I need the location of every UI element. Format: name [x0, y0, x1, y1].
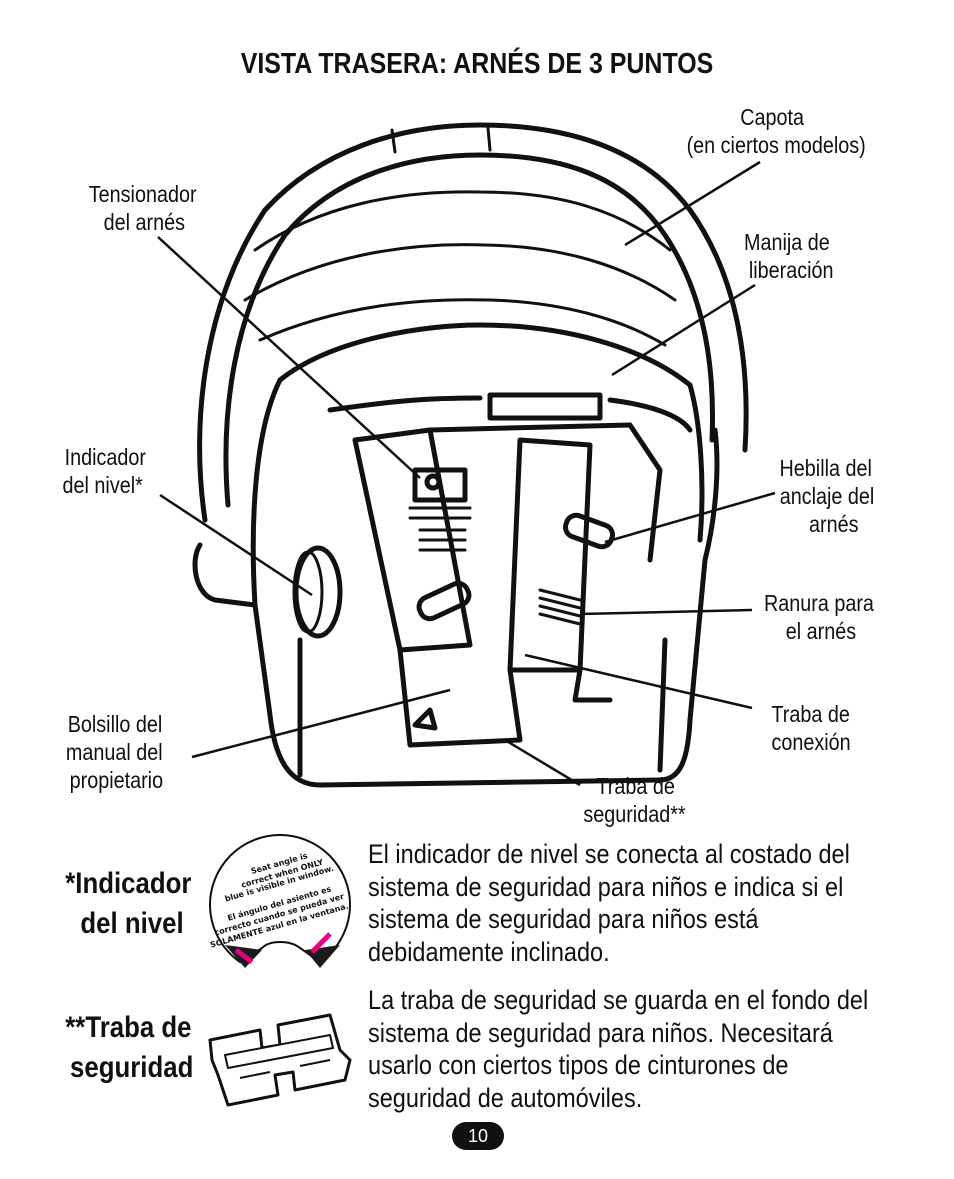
callout-tensioner-line-2: del arnés	[103, 209, 186, 235]
locking-clip-heading-line-2: seguridad	[70, 1051, 194, 1084]
level-indicator-heading-line-1: *Indicador	[65, 867, 192, 900]
callout-level-indicator-line-2: del nivel*	[62, 472, 143, 498]
seat-shell	[192, 427, 720, 788]
callout-release-handle-line-1: Manija de	[743, 229, 830, 255]
release-handle	[487, 392, 603, 421]
level-indicator-description: El indicador de nivel se conecta al cost…	[368, 839, 850, 967]
callout-locking-clip-line-1: Traba de	[596, 773, 675, 799]
callout-harness-slot-line-2: el arnés	[785, 618, 857, 644]
callout-manual-pocket-line-1: Bolsillo del	[67, 711, 163, 737]
callout-canopy-line-1: Capota	[740, 104, 804, 130]
page-number: 10	[452, 1122, 504, 1150]
locking-clip-description: La traba de seguridad se guarda en el fo…	[368, 985, 869, 1113]
callout-buckle-line-1: Hebilla del	[779, 455, 872, 481]
callout-manual-pocket-line-3: propietario	[69, 767, 164, 793]
canopy-outer	[197, 122, 749, 523]
callout-connector-line-2: conexión	[771, 729, 851, 755]
locking-clip-icon	[208, 1013, 352, 1107]
level-indicator-heading-line-2: del nivel	[80, 907, 184, 940]
locking-clip-heading-line-1: **Traba de	[65, 1011, 192, 1044]
callout-buckle-line-3: arnés	[809, 511, 859, 537]
callout-release-handle-line-2: liberación	[748, 257, 834, 283]
callout-connector-line-1: Traba de	[771, 701, 850, 727]
callout-tensioner-line-1: Tensionador	[88, 181, 197, 207]
callout-manual-pocket-line-2: manual del	[65, 739, 163, 765]
callout-buckle-line-2: anclaje del	[779, 483, 875, 509]
canopy-inner	[223, 152, 715, 508]
callout-locking-clip-line-2: seguridad**	[583, 801, 686, 827]
callout-level-indicator-line-1: Indicador	[64, 444, 147, 470]
page-title: VISTA TRASERA: ARNÉS DE 3 PUNTOS	[240, 48, 714, 80]
callout-harness-slot-line-1: Ranura para	[763, 590, 874, 616]
level-indicator-sticker: Seat angle is correct when ONLY blue is …	[208, 834, 352, 968]
callout-canopy-line-2: (en ciertos modelos)	[686, 132, 866, 158]
